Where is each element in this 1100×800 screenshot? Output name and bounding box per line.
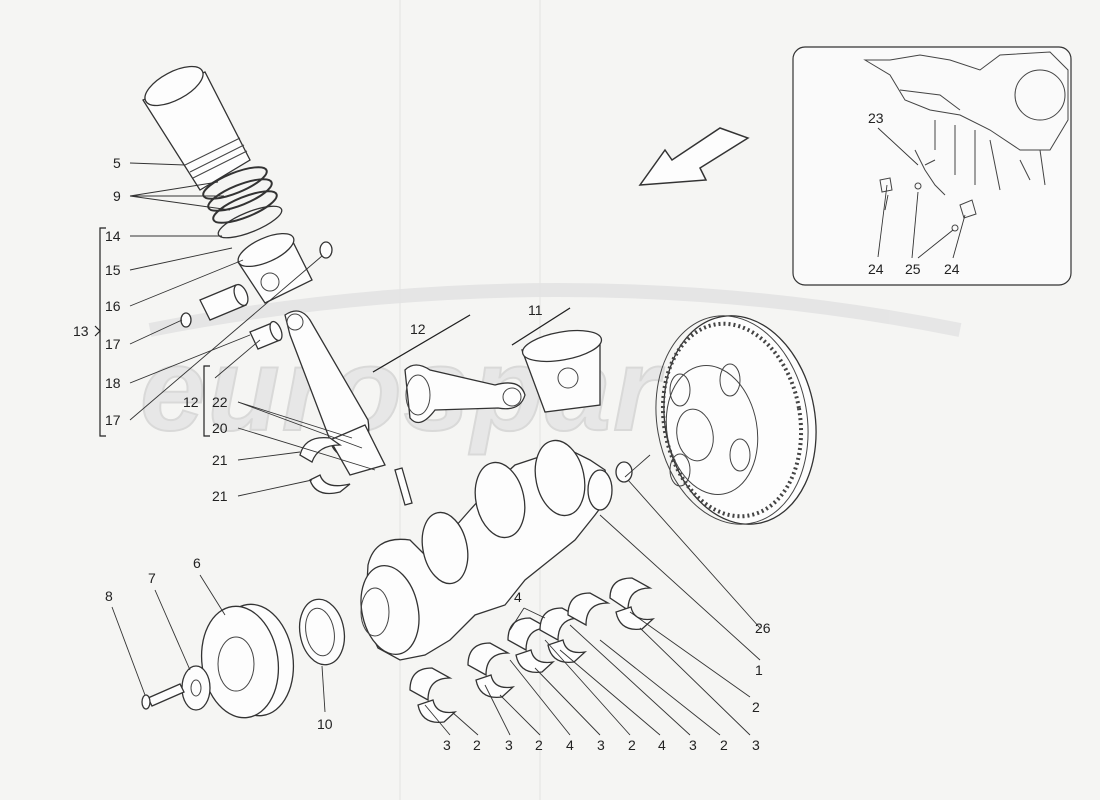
callout-23: 23	[868, 110, 884, 126]
piston-middle	[521, 329, 603, 413]
callout-2-d: 2	[720, 737, 728, 753]
crankshaft	[360, 439, 613, 661]
callout-16: 16	[105, 298, 121, 314]
snap-ring-right	[319, 241, 333, 259]
callout-25: 25	[905, 261, 921, 277]
callout-12-middle: 12	[410, 321, 426, 337]
cylinder-liner	[142, 65, 251, 191]
callout-8: 8	[105, 588, 113, 604]
rod-bearing-shells	[299, 436, 351, 495]
callout-2-a: 2	[473, 737, 481, 753]
callout-4-a: 4	[566, 737, 574, 753]
callout-22: 22	[212, 394, 228, 410]
callout-2-right: 2	[752, 699, 760, 715]
callout-2-c: 2	[628, 737, 636, 753]
callout-10: 10	[317, 716, 333, 732]
flywheel	[655, 315, 817, 525]
callout-17-top: 17	[105, 336, 121, 352]
pulley-bolt	[141, 683, 185, 710]
front-oil-seal	[298, 598, 346, 666]
callout-1: 1	[755, 662, 763, 678]
crankshaft-pulley	[200, 603, 295, 719]
callout-18: 18	[105, 375, 121, 391]
group-brackets	[94, 227, 571, 437]
callout-17-bottom: 17	[105, 412, 121, 428]
callout-5: 5	[113, 155, 121, 171]
callout-3-d: 3	[689, 737, 697, 753]
connecting-rod-left	[284, 310, 413, 506]
callout-4-top: 4	[514, 589, 522, 605]
callout-14: 14	[105, 228, 121, 244]
callout-3-b: 3	[505, 737, 513, 753]
callout-24-left: 24	[868, 261, 884, 277]
callout-6: 6	[193, 555, 201, 571]
callout-2-b: 2	[535, 737, 543, 753]
callout-3-a: 3	[443, 737, 451, 753]
direction-arrow-icon	[638, 127, 750, 186]
piston-pin	[199, 283, 249, 321]
callout-9: 9	[113, 188, 121, 204]
main-bearing-shells	[409, 577, 656, 724]
callout-21-bottom: 21	[212, 488, 228, 504]
callout-12-left: 12	[183, 394, 199, 410]
callout-24-right: 24	[944, 261, 960, 277]
callout-7: 7	[148, 570, 156, 586]
callout-11: 11	[528, 302, 543, 318]
callouts: 5 9 14 15 16 13 17 18 17 12 22 20 21 21 …	[73, 155, 771, 753]
callout-20: 20	[212, 420, 228, 436]
pulley-washer	[181, 665, 211, 711]
callout-13: 13	[73, 323, 89, 339]
callout-15: 15	[105, 262, 121, 278]
callout-3-right: 3	[752, 737, 760, 753]
pilot-bearing	[615, 461, 633, 483]
snap-ring-left	[180, 312, 192, 328]
callout-3-c: 3	[597, 737, 605, 753]
inset-detail: 23 24 25 24	[792, 46, 1072, 286]
connecting-rod-middle	[404, 364, 526, 424]
callout-4-b: 4	[658, 737, 666, 753]
callout-21-top: 21	[212, 452, 228, 468]
callout-26: 26	[755, 620, 771, 636]
